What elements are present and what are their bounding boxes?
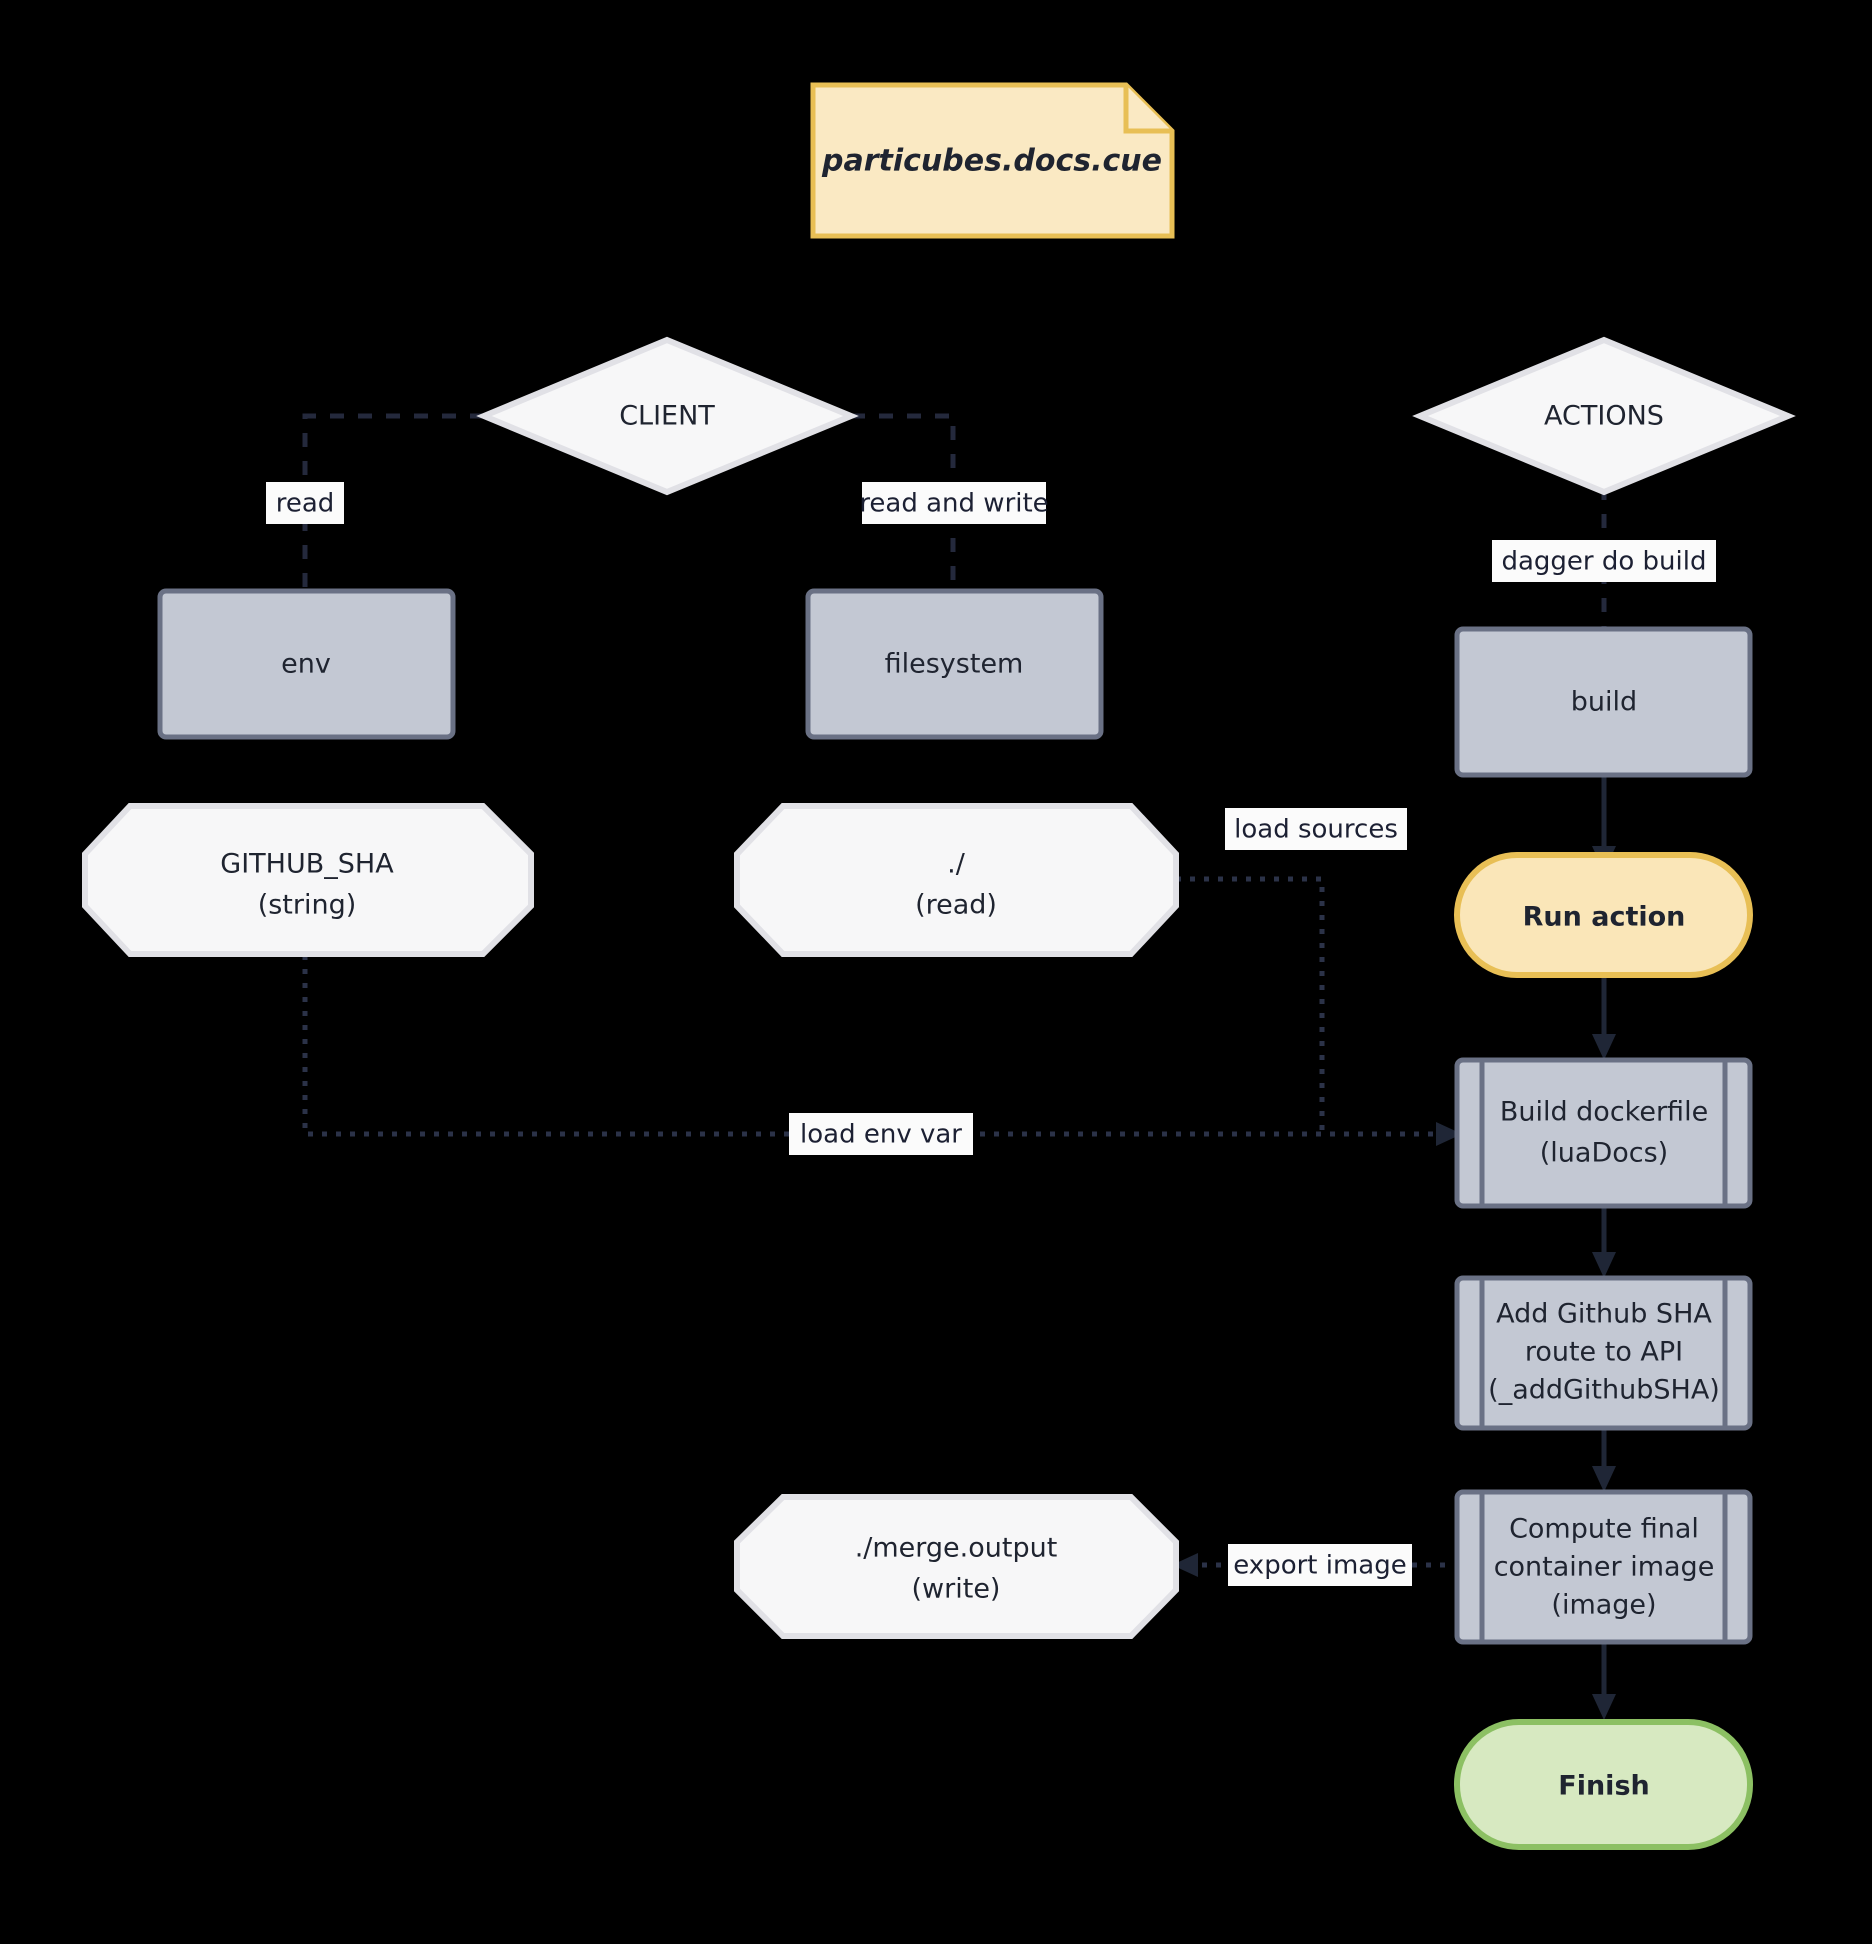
arrowhead-add-sha-to-compute-image — [1592, 1466, 1616, 1492]
read-and-write-label: read and write — [859, 489, 1048, 519]
filesystem-rect-shape — [805, 588, 1104, 740]
compute-image-shape — [1454, 1489, 1753, 1645]
note-shape — [810, 82, 1175, 239]
node-run-action[interactable]: Run action — [1454, 852, 1753, 978]
node-finish[interactable]: Finish — [1454, 1719, 1753, 1850]
arrowhead-build-dockerfile-to-add-sha — [1592, 1252, 1616, 1278]
node-github-sha[interactable]: GITHUB_SHA (string) — [82, 803, 534, 957]
compute-image-label-line1: Compute final — [1509, 1514, 1699, 1545]
compute-image-label-line3: (image) — [1551, 1590, 1656, 1621]
merge-output-octagon-shape — [734, 1494, 1179, 1639]
build-label: build — [1571, 687, 1637, 718]
read-label: read — [276, 489, 335, 519]
node-merge-output[interactable]: ./merge.output (write) — [734, 1494, 1179, 1639]
finish-stadium-shape — [1454, 1719, 1753, 1850]
node-filesystem[interactable]: filesystem — [805, 588, 1104, 740]
node-build-dockerfile[interactable]: Build dockerfile (luaDocs) — [1454, 1057, 1753, 1209]
node-compute-image[interactable]: Compute final container image (image) — [1454, 1489, 1753, 1645]
export-image-label: export image — [1233, 1551, 1406, 1581]
dagger-do-build-label-bg — [1492, 540, 1716, 582]
github-sha-octagon-shape — [82, 803, 534, 957]
arrowhead-env-var-to-build-dockerfile — [1436, 1122, 1462, 1146]
load-env-var-label: load env var — [800, 1120, 962, 1150]
edge-label-read: read — [266, 482, 344, 524]
node-build[interactable]: build — [1454, 626, 1753, 778]
dot-read-label-line1: ./ — [947, 849, 966, 880]
env-label: env — [281, 649, 331, 680]
run-action-stadium-shape — [1454, 852, 1753, 978]
filesystem-label: filesystem — [885, 649, 1024, 680]
actions-label: ACTIONS — [1544, 401, 1664, 432]
github-sha-label-line2: (string) — [258, 890, 357, 921]
node-dot-read[interactable]: ./ (read) — [734, 803, 1179, 957]
edge-label-load-sources: load sources — [1225, 808, 1407, 850]
actions-diamond-shape — [1412, 336, 1796, 496]
compute-image-label-line2: container image — [1494, 1552, 1715, 1583]
arrowhead-compute-image-to-finish — [1592, 1694, 1616, 1720]
note-fold-icon — [1123, 85, 1172, 134]
add-github-sha-label-line3: (_addGithubSHA) — [1488, 1375, 1720, 1406]
add-github-sha-label-line1: Add Github SHA — [1496, 1299, 1712, 1330]
build-dockerfile-label-line1: Build dockerfile — [1500, 1097, 1708, 1128]
dot-read-octagon-shape — [734, 803, 1179, 957]
add-github-sha-shape — [1454, 1275, 1753, 1431]
run-action-label: Run action — [1523, 902, 1686, 933]
edge-client-to-filesystem — [851, 413, 956, 590]
node-note-particubes[interactable]: particubes.docs.cue — [810, 82, 1175, 239]
load-sources-label-bg — [1225, 808, 1407, 850]
arrowhead-run-action-to-build-dockerfile — [1592, 1034, 1616, 1060]
build-rect-shape — [1454, 626, 1753, 778]
edge-client-to-env — [302, 413, 484, 590]
github-sha-label-line1: GITHUB_SHA — [220, 849, 394, 880]
read-label-bg — [266, 482, 344, 524]
edge-label-export-image: export image — [1228, 1544, 1412, 1586]
arrowhead-export-image-to-merge-output — [1172, 1553, 1198, 1577]
edge-env-var-to-build-dockerfile — [302, 955, 1445, 1137]
finish-label: Finish — [1558, 1771, 1649, 1802]
dagger-do-build-label: dagger do build — [1501, 547, 1706, 577]
client-diamond-shape — [476, 336, 859, 496]
build-dockerfile-label-line2: (luaDocs) — [1540, 1138, 1668, 1169]
edge-label-load-env-var: load env var — [789, 1113, 973, 1155]
merge-output-label-line2: (write) — [912, 1574, 1001, 1605]
dot-read-label-line2: (read) — [915, 890, 997, 921]
env-rect-shape — [157, 588, 456, 740]
read-and-write-label-bg — [862, 482, 1046, 524]
export-image-label-bg — [1228, 1544, 1412, 1586]
build-dockerfile-shape — [1454, 1057, 1753, 1209]
add-github-sha-label-line2: route to API — [1525, 1337, 1683, 1368]
client-label: CLIENT — [619, 401, 715, 432]
edge-label-read-and-write: read and write — [859, 482, 1049, 524]
edge-sources-to-build-dockerfile — [1176, 876, 1325, 1134]
edge-label-dagger-do-build: dagger do build — [1492, 540, 1716, 582]
load-sources-label: load sources — [1234, 815, 1398, 845]
node-add-github-sha[interactable]: Add Github SHA route to API (_addGithubS… — [1454, 1275, 1753, 1431]
note-label: particubes.docs.cue — [821, 144, 1162, 179]
load-env-var-label-bg — [789, 1113, 973, 1155]
node-actions[interactable]: ACTIONS — [1412, 336, 1796, 496]
merge-output-label-line1: ./merge.output — [855, 1533, 1058, 1564]
node-client[interactable]: CLIENT — [476, 336, 859, 496]
node-env[interactable]: env — [157, 588, 456, 740]
